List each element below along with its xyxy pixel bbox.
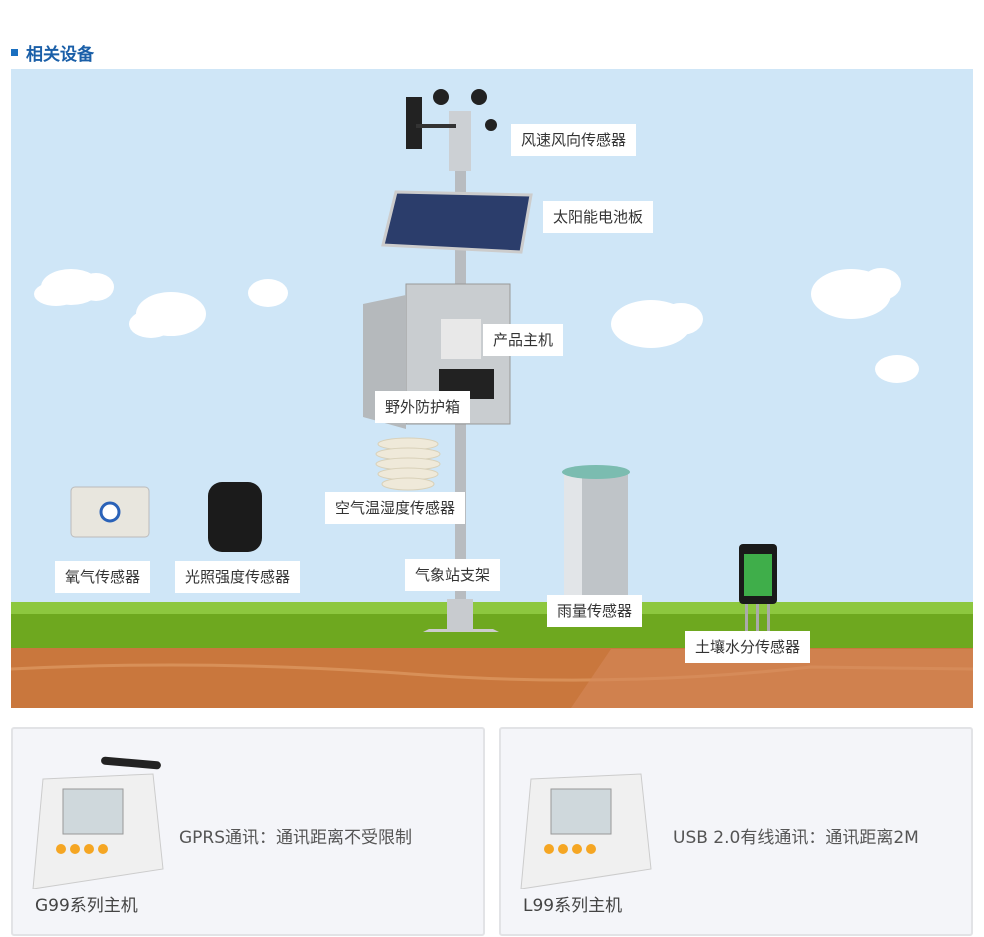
- weather-station-scene: 风速风向传感器 太阳能电池板 产品主机 野外防护箱 空气温湿度传感器 氧气传感器…: [11, 69, 973, 708]
- bullet-icon: [11, 49, 18, 56]
- card-description: GPRS通讯：通讯距离不受限制: [179, 828, 413, 848]
- label-light-sensor: 光照强度传感器: [175, 561, 301, 593]
- product-card-l99[interactable]: USB 2.0有线通讯：通讯距离2M L99系列主机: [499, 727, 973, 936]
- card-name: L99系列主机: [523, 896, 623, 916]
- label-wind-sensor: 风速风向传感器: [511, 124, 637, 156]
- product-card-g99[interactable]: GPRS通讯：通讯距离不受限制 G99系列主机: [11, 727, 485, 936]
- label-station-stand: 气象站支架: [405, 559, 501, 591]
- section-title: 相关设备: [26, 45, 94, 65]
- g99-device-image: [32, 756, 164, 889]
- clouds: [34, 268, 919, 383]
- card-name: G99系列主机: [35, 896, 138, 916]
- label-solar-panel: 太阳能电池板: [543, 201, 654, 233]
- l99-device-image: [520, 773, 652, 889]
- wind-sensor: [406, 89, 497, 171]
- soil-sensor: [739, 544, 777, 634]
- card-description: USB 2.0有线通讯：通讯距离2M: [673, 828, 919, 848]
- label-air-sensor: 空气温湿度传感器: [325, 492, 466, 524]
- rain-gauge: [562, 465, 630, 619]
- label-outdoor-box: 野外防护箱: [375, 391, 471, 423]
- label-soil-sensor: 土壤水分传感器: [685, 631, 811, 663]
- section-header: 相关设备: [11, 40, 94, 65]
- label-oxygen-sensor: 氧气传感器: [55, 561, 151, 593]
- oxygen-sensor: [70, 486, 150, 538]
- label-product-host: 产品主机: [483, 324, 564, 356]
- solar-panel: [381, 190, 533, 254]
- label-rain-sensor: 雨量传感器: [547, 595, 643, 627]
- antenna-icon: [101, 756, 161, 770]
- air-sensor: [375, 437, 441, 491]
- scene-illustration: [11, 89, 973, 708]
- light-sensor: [208, 482, 262, 552]
